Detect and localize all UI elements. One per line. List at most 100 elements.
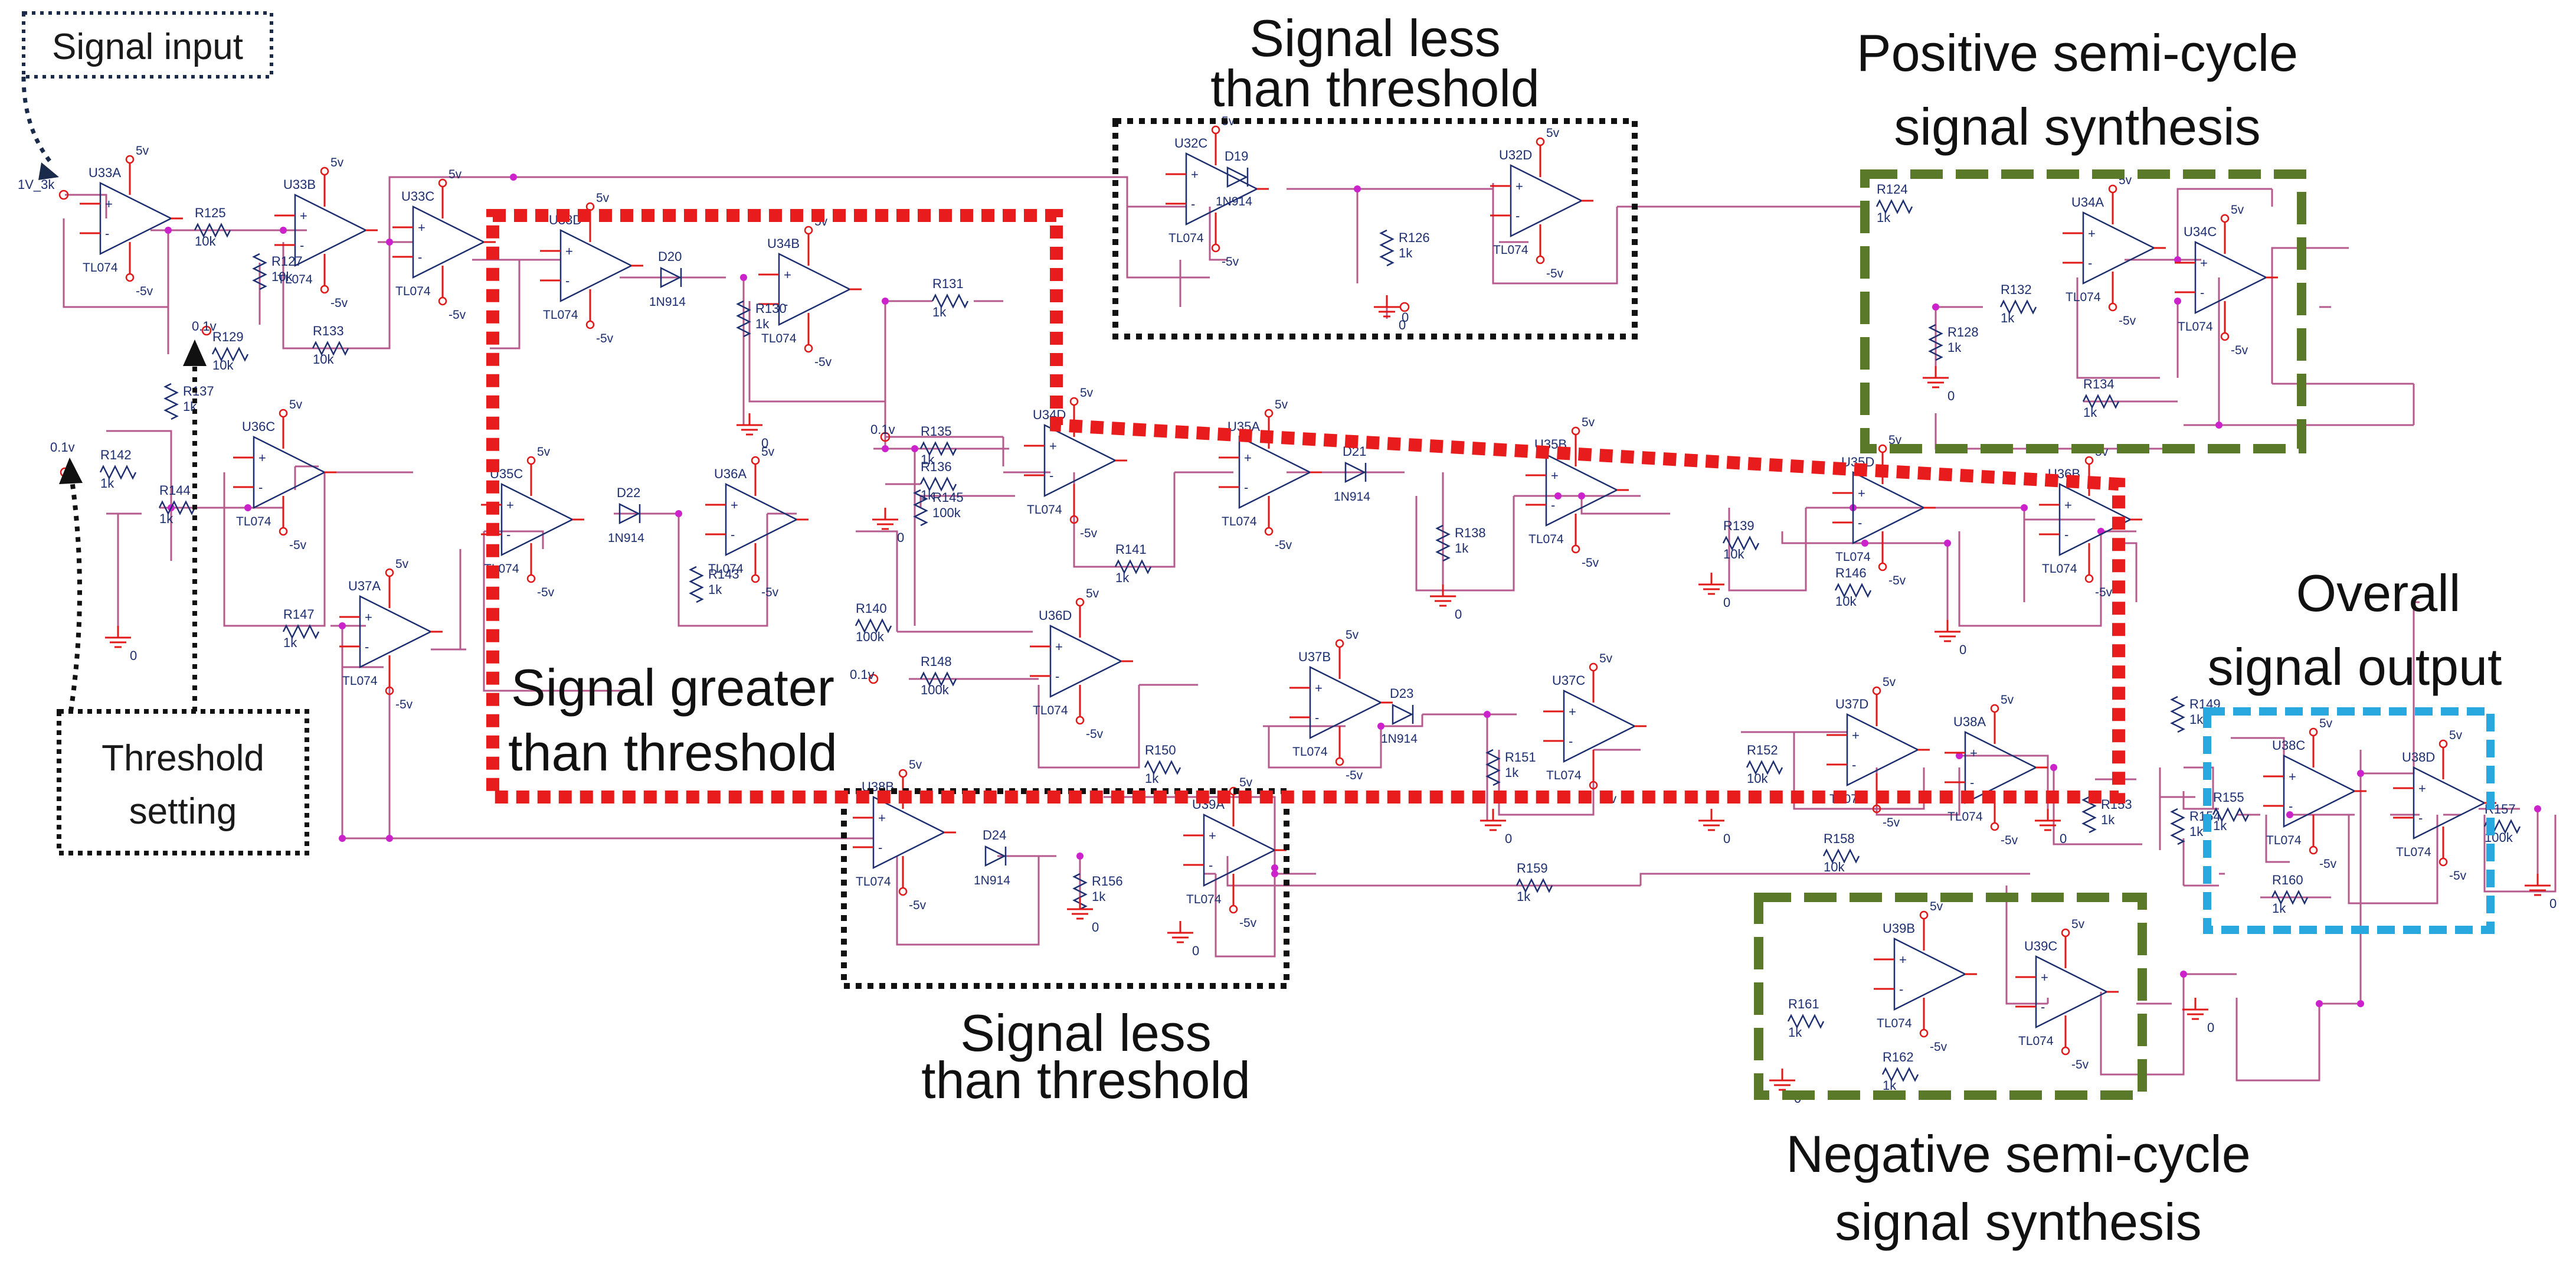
opamp-triangle: [2413, 766, 2486, 840]
resistor-value-label: 1k: [1788, 1025, 1802, 1040]
rail-pos-label: 5v: [2231, 203, 2244, 217]
rail-pos-label: 5v: [909, 758, 922, 772]
rail-pos-label: 5v: [1080, 386, 1094, 400]
opamp-triangle: [778, 252, 852, 326]
resistor-value-label: 1k: [1947, 340, 1962, 355]
opamp-model-label: TL074: [708, 562, 744, 576]
supply-terminal: [898, 769, 908, 778]
rail-pos-label: 5v: [1888, 433, 1902, 447]
supply-terminal: [1571, 426, 1580, 436]
wire: [1073, 472, 1176, 568]
resistor-value-label: 1k: [2001, 311, 2015, 325]
opamp-ref-label: U33A: [89, 165, 121, 180]
plus-sign: +: [2200, 256, 2208, 270]
rail-pos-label: 5v: [1883, 675, 1896, 689]
wire: [1959, 755, 2049, 779]
minus-sign: -: [1551, 498, 1555, 512]
supply-terminal: [2220, 214, 2230, 223]
opamp-model-label: TL074: [1493, 243, 1528, 257]
resistor-zigzag: [1435, 524, 1451, 562]
minus-sign: -: [1049, 468, 1053, 483]
wires: [63, 176, 2557, 1082]
supply-terminal: [438, 178, 447, 188]
rail-pos-label: 5v: [1546, 126, 1560, 140]
resistor-zigzag: [1144, 760, 1181, 775]
junction-node: [882, 298, 889, 305]
rail-neg-label: -5v: [1883, 816, 1900, 829]
rail-pos-label: 5v: [1086, 587, 1099, 600]
rail-neg-label: -5v: [761, 586, 779, 599]
supply-terminal: [1878, 562, 1887, 571]
ground-icon: 0: [1769, 1069, 1801, 1106]
supply-terminal: [2438, 739, 2448, 749]
resistor-ref-label: R131: [932, 276, 964, 291]
rail-pos-label: 5v: [136, 144, 149, 158]
resistor-zigzag: [1822, 848, 1860, 864]
resistor-ref-label: R143: [708, 567, 739, 582]
junction-node: [2174, 298, 2181, 305]
positive-synthesis-label: Positive semi-cycle: [1857, 24, 2298, 82]
rail-neg-label: -5v: [2231, 344, 2248, 357]
resistor-ref-label: R142: [100, 448, 132, 462]
opamp-triangle: [253, 435, 326, 509]
minus-sign: -: [1858, 515, 1862, 530]
resistor-value-label: 10k: [195, 234, 216, 249]
opamp-ref-label: U33C: [401, 189, 434, 204]
arrowhead-icon: [59, 458, 83, 484]
plus-sign: +: [1899, 952, 1907, 967]
minus-sign: -: [1191, 197, 1195, 211]
resistor-zigzag: [1881, 1067, 1919, 1082]
resistor-zigzag: [2212, 807, 2250, 822]
resistor-ref-label: R140: [856, 601, 887, 616]
supply-terminal: [279, 409, 288, 418]
resistor-zigzag: [99, 465, 137, 480]
rail-neg-label: -5v: [1930, 1040, 1947, 1054]
opamp-ref-label: U38A: [1953, 714, 1986, 729]
source-label: 0.1v: [850, 667, 875, 682]
junction-node: [1944, 540, 1951, 547]
voltage-source: 1V_3k: [18, 177, 69, 200]
opamp-ref-label: U39B: [1883, 921, 1915, 936]
overall-output-label: signal output: [2207, 638, 2502, 696]
rail-neg-label: -5v: [1546, 267, 1564, 280]
ground-icon: 0: [872, 508, 904, 545]
minus-sign: -: [1970, 775, 1974, 790]
ground-icon: 0: [1698, 809, 1730, 846]
source-label: 0.1v: [50, 440, 75, 455]
wire: [1037, 685, 1140, 769]
plus-sign: +: [105, 197, 113, 211]
ground-label: 0: [1092, 920, 1099, 935]
threshold-setting-box: [57, 709, 309, 855]
supply-terminal: [1589, 780, 1598, 790]
junction-node: [1861, 540, 1868, 547]
rail-neg-label: -5v: [596, 332, 614, 345]
supply-terminal: [1264, 527, 1274, 536]
minus-sign: -: [1899, 982, 1903, 997]
opamp-ref-label: U38C: [2272, 738, 2305, 753]
wire: [1209, 207, 1228, 261]
resistor-value-label: 1k: [2101, 812, 2115, 827]
supply-terminal: [125, 273, 135, 282]
resistor-ref-label: R145: [932, 490, 964, 505]
ground-label: 0: [130, 648, 137, 663]
opamp-model-label: TL074: [2396, 845, 2431, 859]
wire: [1728, 508, 1807, 592]
ground-label: 0: [761, 436, 768, 450]
resistor-zigzag: [1072, 873, 1088, 910]
rail-pos-label: 5v: [1930, 900, 1943, 913]
resistor-zigzag: [1834, 583, 1872, 598]
junction-node: [1076, 853, 1084, 860]
supply-terminal: [1589, 662, 1598, 672]
plus-sign: +: [1516, 179, 1523, 194]
resistor-value-label: 1k: [2272, 901, 2286, 916]
junction-node: [510, 174, 517, 181]
